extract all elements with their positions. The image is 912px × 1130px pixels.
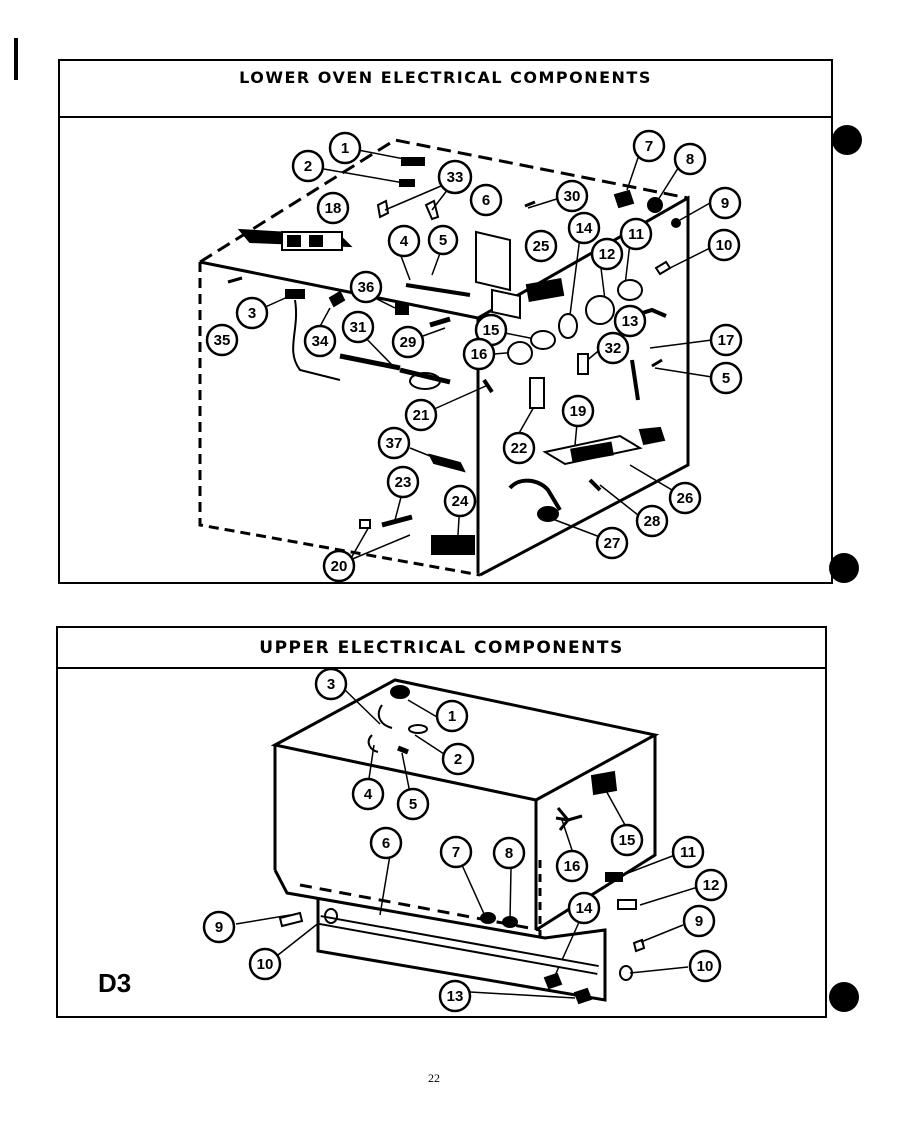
punch-hole — [829, 553, 859, 583]
callout-label: 1 — [341, 140, 349, 157]
callout-label: 4 — [400, 233, 409, 250]
callout-label: 13 — [447, 988, 464, 1005]
callout-label: 14 — [576, 220, 593, 237]
callout-label: 10 — [716, 237, 733, 254]
callout-label: 11 — [680, 844, 696, 861]
callout-label: 13 — [622, 313, 639, 330]
callout-label: 22 — [511, 440, 528, 457]
callout-label: 33 — [447, 169, 464, 186]
callout-label: 5 — [439, 232, 447, 249]
callout-label: 9 — [721, 195, 729, 212]
callout-label: 14 — [576, 900, 593, 917]
upper-cabinet-outline — [270, 678, 660, 1002]
callout-label: 2 — [454, 751, 462, 768]
callout-label: 10 — [697, 958, 714, 975]
callout-label: 15 — [483, 322, 500, 339]
callout-label: 19 — [570, 403, 587, 420]
callout-label: 2 — [304, 158, 312, 175]
callout-label: 18 — [325, 200, 342, 217]
lower-callouts: 1 2 33 18 6 30 7 8 9 10 11 12 14 25 4 5 … — [205, 129, 743, 583]
callout-label: 15 — [619, 832, 636, 849]
callout-label: 11 — [628, 226, 644, 243]
callout-label: 4 — [364, 786, 373, 803]
callout-label: 8 — [686, 151, 694, 168]
callout-label: 27 — [604, 535, 621, 552]
callout-label: 20 — [331, 558, 348, 575]
callout-label: 26 — [677, 490, 694, 507]
callout-label: 12 — [599, 246, 616, 263]
callout-label: 16 — [471, 346, 488, 363]
callout-label: 3 — [327, 676, 335, 693]
callout-label: 6 — [382, 835, 390, 852]
callout-label: 28 — [644, 513, 661, 530]
callout-label: 23 — [395, 474, 412, 491]
callout-label: 7 — [645, 138, 653, 155]
upper-electrical-panel: UPPER ELECTRICAL COMPONENTS — [56, 626, 827, 1018]
callout-label: 17 — [718, 332, 735, 349]
callout-label: 1 — [448, 708, 456, 725]
callout-label: 30 — [564, 188, 581, 205]
lower-part-drawings — [227, 157, 681, 555]
upper-callouts: 3 1 2 4 5 6 7 8 15 16 11 12 9 10 14 13 9… — [202, 667, 728, 1013]
callout-label: 5 — [722, 370, 730, 387]
lower-cabinet-outline — [198, 138, 690, 577]
upper-panel-title: UPPER ELECTRICAL COMPONENTS — [58, 628, 825, 669]
callout-label: 34 — [312, 333, 329, 350]
upper-part-drawings — [278, 685, 646, 1005]
callout-label: 37 — [386, 435, 403, 452]
callout-label: 21 — [413, 407, 430, 424]
callout-label: 35 — [214, 332, 231, 349]
callout-label: 9 — [695, 913, 703, 930]
callout-label: 24 — [452, 493, 469, 510]
page-number: 22 — [428, 1071, 440, 1085]
callout-label: 3 — [248, 305, 256, 322]
scan-edge-mark — [14, 38, 18, 80]
callout-label: 16 — [564, 858, 581, 875]
punch-hole — [832, 125, 862, 155]
lower-panel-title: LOWER OVEN ELECTRICAL COMPONENTS — [60, 61, 831, 118]
callout-label: 9 — [215, 919, 223, 936]
callout-label: 36 — [358, 279, 375, 296]
punch-hole — [829, 982, 859, 1012]
callout-label: 32 — [605, 340, 622, 357]
lower-oven-panel: LOWER OVEN ELECTRICAL COMPONENTS — [58, 59, 833, 584]
callout-label: 12 — [703, 877, 720, 894]
callout-label: 29 — [400, 334, 417, 351]
callout-label: 25 — [533, 238, 550, 255]
callout-label: 31 — [350, 319, 367, 336]
callout-label: 10 — [257, 956, 274, 973]
callout-label: 8 — [505, 845, 513, 862]
figure-code: D3 — [98, 968, 132, 998]
callout-label: 7 — [452, 844, 460, 861]
callout-label: 5 — [409, 796, 417, 813]
callout-label: 6 — [482, 192, 490, 209]
